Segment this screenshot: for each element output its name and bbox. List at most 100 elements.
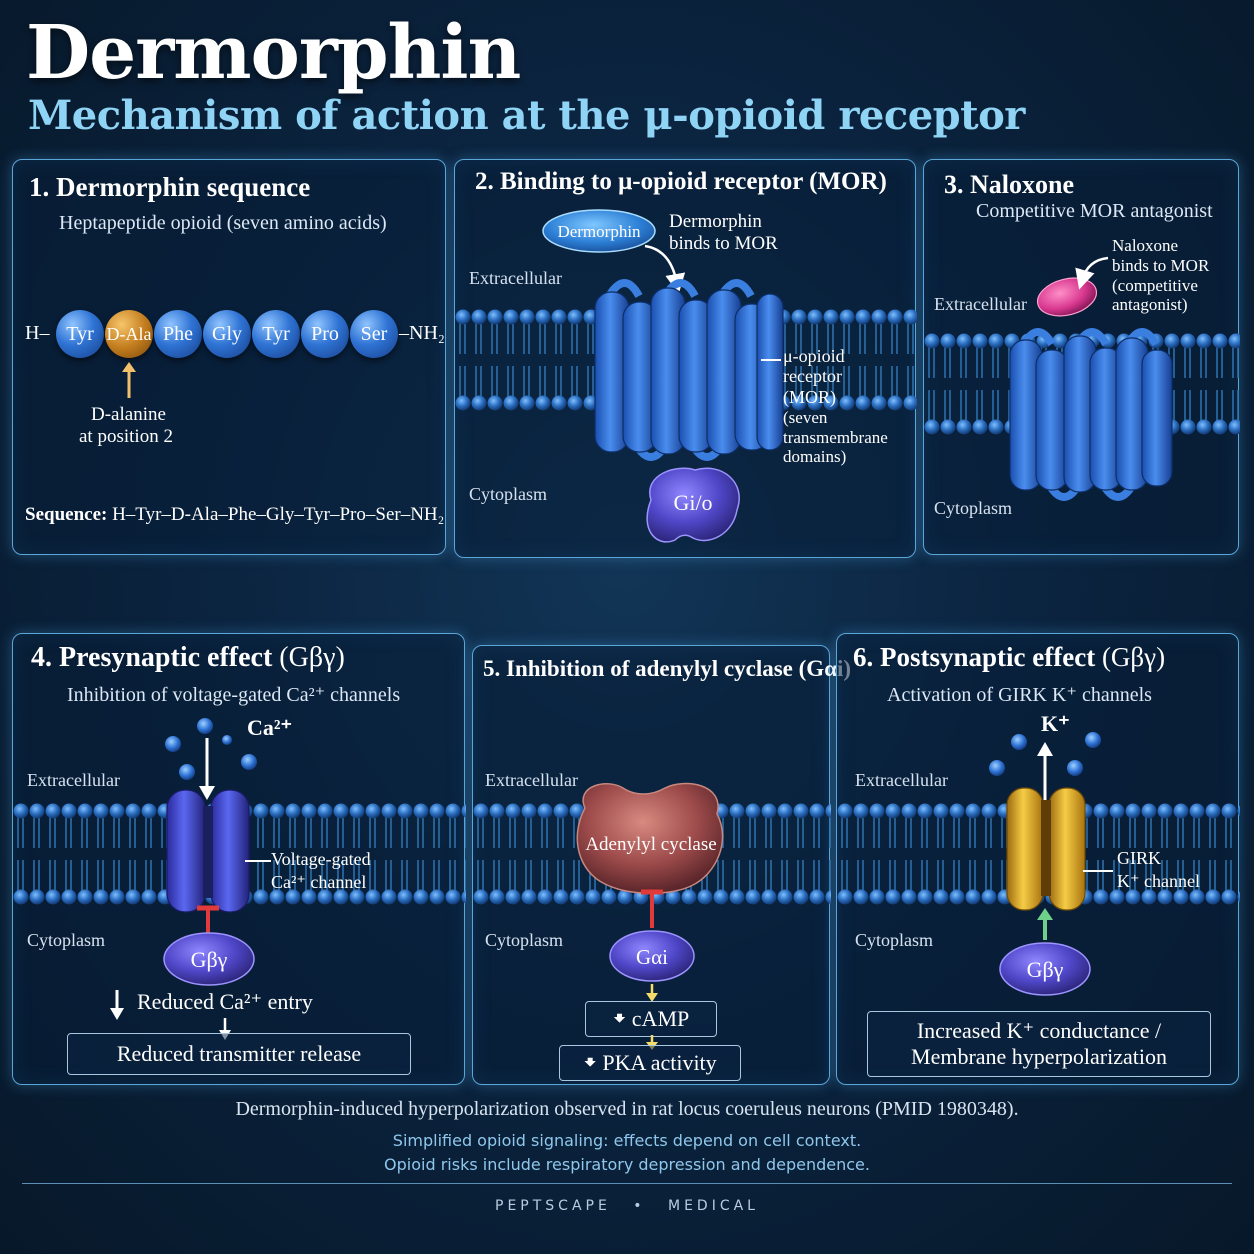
sequence-label: Sequence: H–Tyr–D-Ala–Phe–Gly–Tyr–Pro–Se…	[25, 504, 444, 526]
extracellular-label: Extracellular	[855, 770, 948, 790]
footer-note: Dermorphin-induced hyperpolarization obs…	[235, 1098, 1019, 1120]
channel-pointer	[245, 860, 271, 862]
binding-note: binds to MOR	[669, 233, 778, 254]
residue-bead: Gly	[203, 310, 251, 358]
page-subtitle: Mechanism of action at the μ-opioid rece…	[28, 92, 1025, 139]
effect-box: Increased K⁺ conductance / Membrane hype…	[867, 1011, 1211, 1077]
footer-divider	[22, 1183, 1232, 1184]
ion-label: K⁺	[1041, 711, 1070, 736]
calcium-ions	[165, 718, 257, 780]
down-arrow-icon	[110, 990, 124, 1020]
camp-box: 🠻 cAMP	[585, 1001, 717, 1037]
residue-bead-d-ala: D-Ala	[105, 310, 153, 358]
down-arrow-icon: 🠻	[583, 1050, 597, 1075]
mu-opioid-receptor	[1009, 328, 1173, 501]
d-alanine-label: D-alanine	[91, 404, 166, 425]
activation-arrow-icon	[646, 984, 658, 1002]
g-alpha-i-protein: Gαi	[609, 930, 695, 982]
effect-label: Reduced Ca²⁺ entry	[137, 989, 313, 1014]
cytoplasm-label: Cytoplasm	[469, 484, 548, 504]
residue-bead: Phe	[154, 310, 202, 358]
adenylyl-cyclase-enzyme: Adenylyl cyclase	[576, 782, 724, 894]
ligand-text: Dermorphin	[557, 222, 641, 241]
naloxone-arrow-icon	[1075, 256, 1109, 290]
extracellular-label: Extracellular	[27, 770, 120, 790]
receptor-pointer	[761, 359, 781, 361]
panel-title-suffix: (Gβγ)	[1101, 642, 1166, 672]
g-protein-text: Gβγ	[1027, 957, 1064, 982]
down-arrow-icon: 🠻	[612, 1006, 627, 1031]
panel-title-suffix: (Gβγ)	[279, 642, 345, 673]
residue-bead: Ser	[350, 310, 398, 358]
panel-subtitle: Heptapeptide opioid (seven amino acids)	[59, 212, 387, 234]
n-terminus-label: H–	[25, 322, 50, 344]
panel-subtitle: Inhibition of voltage-gated Ca²⁺ channel…	[67, 684, 401, 706]
activation-arrow-icon	[1037, 908, 1053, 940]
binding-note: Dermorphin	[669, 211, 762, 232]
d-alanine-position-label: at position 2	[79, 426, 173, 447]
panel-adenylyl-cyclase: 5. Inhibition of adenylyl cyclase (Gαi) …	[472, 645, 851, 1085]
panel-title: 2. Binding to μ-opioid receptor (MOR)	[475, 168, 887, 195]
receptor-label: (MOR)	[783, 387, 836, 407]
c-terminus-label: –NH₂	[399, 322, 445, 344]
ion-label: Ca²⁺	[247, 715, 293, 740]
panel-title-main: 4. Presynaptic effect	[31, 642, 273, 673]
sequence-key: Sequence:	[25, 504, 108, 525]
g-protein-text: Gαi	[636, 945, 668, 969]
cytoplasm-label: Cytoplasm	[485, 930, 564, 950]
panel-title: 6. Postsynaptic effect (Gβγ)	[853, 642, 1165, 673]
brand-name: PEPTSCAPE	[495, 1198, 611, 1214]
panel-title: 3. Naloxone	[944, 170, 1074, 199]
effect-line: Membrane hyperpolarization	[911, 1044, 1167, 1069]
dermorphin-ligand: Dermorphin	[542, 209, 656, 253]
panel-title: 4. Presynaptic effect (Gβγ)	[31, 642, 345, 674]
channel-label: Ca²⁺ channel	[271, 872, 367, 892]
brand-mark: PEPTSCAPE • MEDICAL	[0, 1198, 1254, 1214]
panel-sequence: 1. Dermorphin sequence Heptapeptide opio…	[12, 159, 446, 555]
naloxone-note: (competitive	[1112, 276, 1198, 295]
channel-label: K⁺ channel	[1117, 871, 1200, 891]
binding-arrow-icon	[644, 244, 686, 294]
cytoplasm-label: Cytoplasm	[27, 930, 106, 950]
extracellular-label: Extracellular	[934, 294, 1027, 314]
calcium-channel	[166, 789, 250, 913]
channel-pointer	[1083, 870, 1113, 872]
mu-opioid-receptor	[594, 279, 784, 461]
channel-label: GIRK	[1117, 848, 1161, 868]
camp-label: cAMP	[631, 1006, 690, 1031]
panel-binding: 2. Binding to μ-opioid receptor (MOR) De…	[454, 159, 917, 558]
potassium-ions	[989, 732, 1101, 776]
girk-channel	[1006, 787, 1086, 911]
panel-title-main: 6. Postsynaptic effect	[853, 642, 1096, 672]
naloxone-note: binds to MOR	[1112, 256, 1210, 275]
g-beta-gamma-protein: Gβγ	[163, 932, 255, 986]
receptor-label: transmembrane	[783, 428, 888, 447]
panel-title: 5. Inhibition of adenylyl cyclase (Gαi)	[483, 656, 852, 681]
g-protein-text: Gi/o	[673, 490, 712, 515]
down-arrow-icon	[199, 738, 215, 800]
receptor-label: μ-opioid	[783, 346, 845, 366]
g-protein-text: Gβγ	[191, 947, 228, 972]
extracellular-label: Extracellular	[485, 770, 578, 790]
panel-presynaptic: 4. Presynaptic effect (Gβγ) Inhibition o…	[12, 633, 466, 1085]
sequence-value: H–Tyr–D-Ala–Phe–Gly–Tyr–Pro–Ser–NH₂	[112, 504, 445, 525]
residue-bead: Pro	[301, 310, 349, 358]
panel-postsynaptic: 6. Postsynaptic effect (Gβγ) Activation …	[836, 633, 1240, 1085]
cytoplasm-label: Cytoplasm	[855, 930, 934, 950]
cytoplasm-label: Cytoplasm	[934, 498, 1013, 518]
g-beta-gamma-protein: Gβγ	[999, 942, 1091, 996]
naloxone-note: antagonist)	[1112, 295, 1188, 314]
effect-line: Increased K⁺ conductance /	[916, 1018, 1162, 1043]
receptor-label: (seven	[783, 408, 828, 427]
up-arrow-icon	[122, 362, 136, 398]
extracellular-label: Extracellular	[469, 268, 562, 288]
panel-subtitle: Activation of GIRK K⁺ channels	[887, 684, 1152, 706]
gi-o-protein: Gi/o	[646, 467, 740, 543]
footer-disclaimer: Simplified opioid signaling: effects dep…	[392, 1131, 862, 1150]
effect-box: Reduced transmitter release	[67, 1033, 411, 1075]
panel-title: 1. Dermorphin sequence	[29, 172, 311, 202]
enzyme-text: Adenylyl cyclase	[585, 834, 716, 855]
pka-box: 🠻 PKA activity	[559, 1045, 741, 1081]
residue-bead: Tyr	[252, 310, 300, 358]
page-title: Dermorphin	[26, 10, 521, 96]
